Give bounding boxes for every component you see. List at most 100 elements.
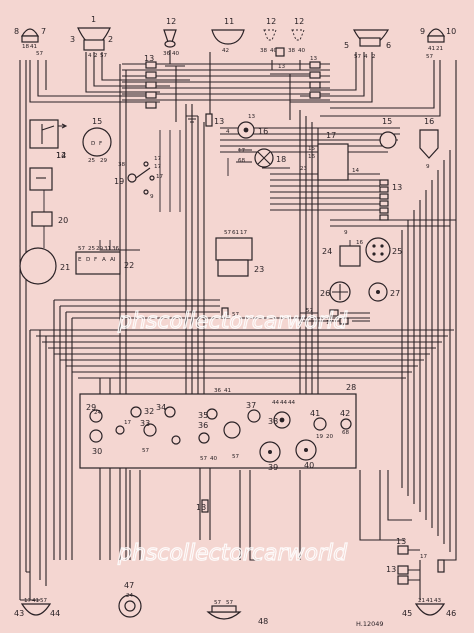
component-label: 1 — [91, 15, 96, 24]
pin-label: 4 — [226, 129, 230, 135]
pin-label: 21 — [418, 598, 426, 604]
component-11-lamp: 11 42 — [211, 17, 245, 54]
component-label: 46 — [446, 609, 456, 618]
pin-label: 68 — [342, 430, 350, 436]
component-30-instrument-panel: 28 29 30 32 33 34 35 36 — [79, 383, 357, 472]
gauge-39: 37 — [246, 401, 261, 423]
pin-label: 40 — [172, 51, 180, 57]
pin-label: D — [86, 257, 90, 263]
pin-label: 9 — [150, 194, 154, 200]
gauge-42: 40 — [295, 439, 317, 470]
component-label: 36 — [198, 421, 208, 430]
pin-label: 19 — [316, 434, 324, 440]
pin-label: 21 — [436, 46, 444, 52]
component-label: 16 — [258, 127, 268, 136]
component-13-connector-block: 13 13 13 — [144, 54, 321, 109]
gauge-44: 42 — [340, 409, 352, 430]
pin-label: 44 — [280, 400, 288, 406]
component-label: 8 — [14, 27, 19, 36]
component-label: 22 — [124, 261, 134, 270]
pin-label: 43 — [434, 598, 442, 604]
gauge-38: 36 — [198, 421, 210, 444]
component-label: 43 — [14, 609, 24, 618]
pin-label: 13 — [310, 56, 318, 62]
pin-label: 9 — [344, 230, 348, 236]
pin-label: 36 — [214, 388, 222, 394]
gauge-43: 41 — [310, 409, 327, 431]
component-label: 10 — [446, 27, 456, 36]
component-label: 30 — [92, 447, 102, 456]
component-label: 11 — [224, 17, 234, 26]
component-label: 47 — [124, 581, 134, 590]
pin-label: 57 — [200, 456, 208, 462]
gauge-34: 32 — [130, 406, 154, 418]
component-label: 13 — [144, 54, 154, 63]
component-label: 13 — [392, 183, 402, 192]
component-label: 18 — [276, 155, 286, 164]
pin-label: 41 — [32, 598, 40, 604]
component-label: 12 — [294, 17, 304, 26]
pin-label: 2 — [94, 53, 98, 59]
pin-label: 57 — [232, 312, 240, 318]
component-1-3-2: 1 3 2 4 2 57 — [70, 15, 113, 59]
component-label: 13 — [396, 537, 406, 546]
component-label: 6 — [386, 41, 391, 50]
pin-label: 29 — [100, 158, 108, 164]
pin-label: 17 — [124, 420, 132, 426]
ground-symbol — [186, 104, 198, 123]
pin-label: 16 — [356, 240, 364, 246]
pin-label: 68 — [238, 158, 246, 164]
pin-label: 17 — [240, 230, 248, 236]
component-label: 12 — [266, 17, 276, 26]
component-13-fuse-lower: 13 — [196, 499, 209, 513]
component-label: 20 — [58, 216, 68, 225]
component-label: 39 — [268, 463, 278, 472]
pin-label: 29 — [96, 246, 104, 252]
pin-label: 57 — [78, 246, 86, 252]
component-label: 13 — [386, 565, 396, 574]
component-9-10: 9 10 41 21 57 — [420, 27, 456, 60]
component-14-relay: 12 14 — [29, 119, 68, 191]
component-label: 29 — [86, 403, 96, 412]
panel-pins: 36 41 44 44 44 57 40 17 57 24 57 19 20 6… — [94, 388, 350, 462]
component-label: 32 — [144, 407, 154, 416]
component-label: 13 — [196, 503, 206, 512]
component-label: 41 — [310, 409, 320, 418]
component-29-lamp: 27 — [368, 282, 400, 302]
component-label: 37 — [246, 401, 256, 410]
component-label: 7 — [41, 27, 46, 36]
pin-label: 57 — [224, 230, 232, 236]
component-label: 17 — [326, 131, 336, 140]
component-label: 15 — [92, 117, 102, 126]
component-21-switch: 19 38 17 17 17 9 — [114, 156, 164, 200]
pin-label: 17 — [156, 174, 164, 180]
component-15-dynamo: 15 D F 25 29 — [82, 117, 112, 164]
component-label: 40 — [304, 461, 314, 470]
component-label: 23 — [254, 265, 264, 274]
pin-label: 40 — [210, 456, 218, 462]
pin-label: 14 — [352, 168, 360, 174]
component-label: 26 — [320, 289, 330, 298]
component-label: 24 — [322, 247, 332, 256]
component-23-battery: 21 — [19, 247, 70, 285]
component-26-coil: 24 9 16 — [322, 230, 364, 267]
component-12-horn: 12 36 40 — [163, 17, 180, 57]
component-45-46-rear-lamp: 43 44 17 41 57 — [14, 598, 60, 618]
component-label: 45 — [402, 609, 412, 618]
pin-label: 41 — [426, 598, 434, 604]
pin-label: 57 — [40, 598, 48, 604]
pin-label: 36 — [163, 51, 171, 57]
pin-label: 44 — [288, 400, 296, 406]
gauge-40: 38 — [268, 411, 291, 429]
pin-label: 15 — [308, 146, 316, 152]
component-8-7: 8 7 18 41 57 — [14, 27, 46, 57]
pin-label: 17 — [24, 598, 32, 604]
reference-number: H.12049 — [356, 620, 384, 628]
component-27-distributor: 25 — [365, 237, 402, 263]
component-19-flasher: 17 15 16 23 14 — [300, 131, 360, 181]
pin-label: 57 — [226, 600, 234, 606]
pin-label: 17 — [154, 156, 162, 162]
pin-label: D — [91, 141, 95, 147]
component-16-gauge: 16 4 13 — [226, 114, 268, 139]
pin-label: 2 — [372, 54, 376, 60]
